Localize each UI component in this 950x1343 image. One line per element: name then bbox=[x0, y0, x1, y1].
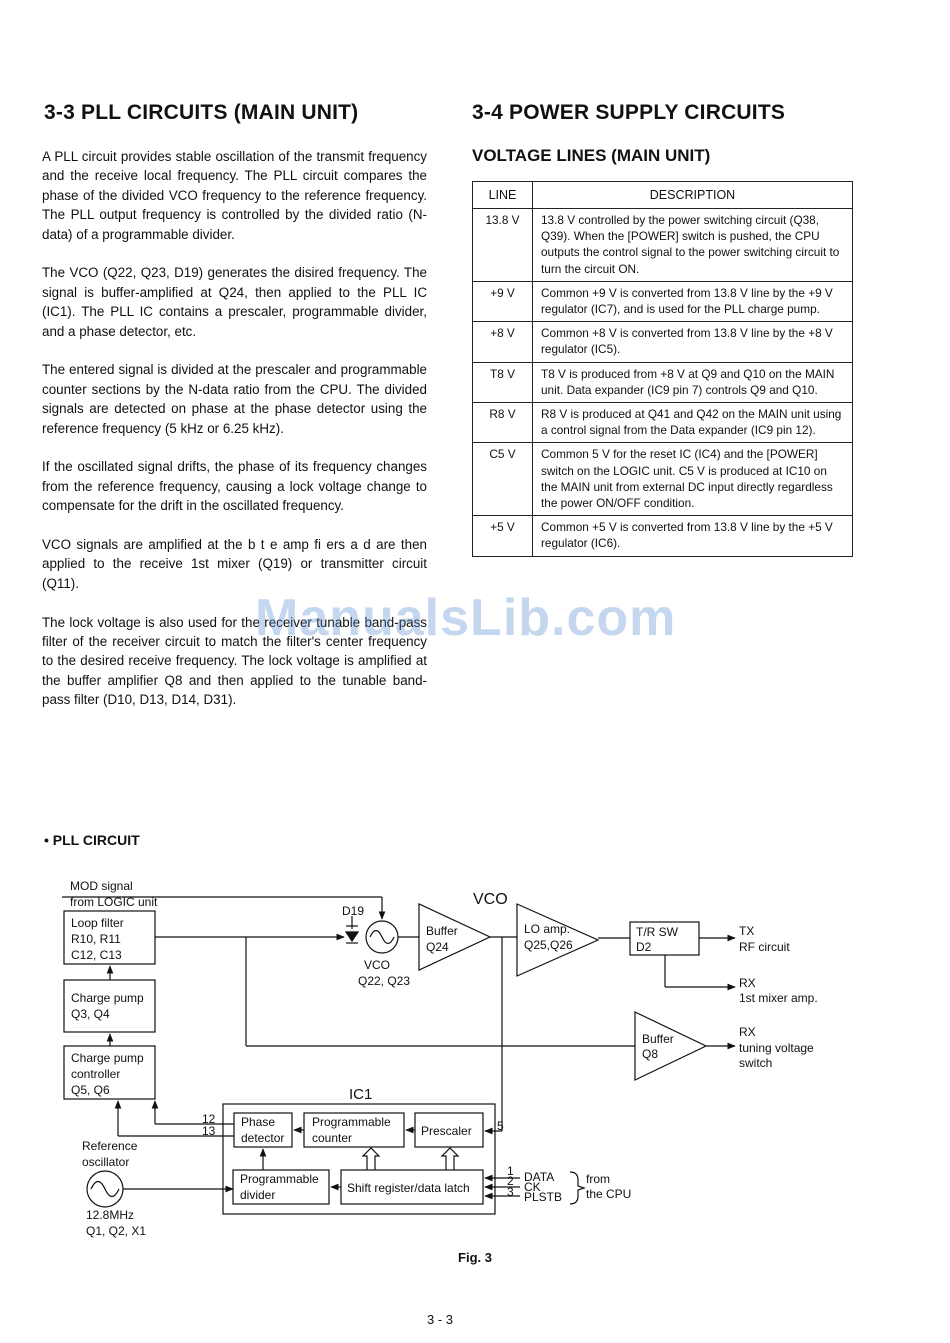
line-cell: C5 V bbox=[472, 442, 533, 517]
table-row: C5 V Common 5 V for the reset IC (IC4) a… bbox=[472, 442, 853, 517]
ic1-label: IC1 bbox=[349, 1086, 372, 1103]
figure-caption: Fig. 3 bbox=[458, 1250, 492, 1265]
tx-label: TX bbox=[739, 924, 754, 938]
cpu-line-label: DATA bbox=[524, 1170, 554, 1184]
from-cpu-label: from bbox=[586, 1172, 610, 1186]
prog-counter-label: counter bbox=[312, 1131, 352, 1145]
description-cell: Common +9 V is converted from 13.8 V lin… bbox=[532, 280, 853, 323]
line-cell: +8 V bbox=[472, 321, 533, 363]
line-cell: T8 V bbox=[472, 361, 533, 404]
table-row: 13.8 V 13.8 V controlled by the power sw… bbox=[472, 208, 853, 282]
rx-tuning-label: RX bbox=[739, 1025, 756, 1039]
column-header-line: LINE bbox=[472, 181, 533, 209]
pin-label: 5 bbox=[497, 1119, 504, 1133]
table-row: T8 V T8 V is produced from +8 V at Q9 an… bbox=[472, 361, 853, 404]
prog-divider-label: divider bbox=[240, 1188, 275, 1202]
section-heading-pll: 3-3 PLL CIRCUITS (MAIN UNIT) bbox=[44, 101, 359, 124]
ref-osc-label: Q1, Q2, X1 bbox=[86, 1224, 146, 1238]
charge-pump-block bbox=[63, 979, 156, 1033]
prog-divider-label: Programmable bbox=[240, 1172, 319, 1186]
pin-label: 1 bbox=[507, 1164, 514, 1178]
tx-label: RF circuit bbox=[739, 940, 790, 954]
shift-register-label: Shift register/data latch bbox=[347, 1181, 470, 1195]
rx-mixer-label: 1st mixer amp. bbox=[739, 991, 818, 1005]
column-header-description: DESCRIPTION bbox=[532, 181, 853, 209]
lo-amp-label: LO amp. bbox=[524, 922, 570, 936]
cp-controller-label: Q5, Q6 bbox=[71, 1083, 110, 1097]
rx-mixer-label: RX bbox=[739, 976, 756, 990]
pll-block-diagram: MOD signal from LOGIC unit Loop filter R… bbox=[62, 879, 818, 1238]
loop-filter-label: Loop filter bbox=[71, 916, 124, 930]
rx-tuning-label: tuning voltage bbox=[739, 1041, 814, 1055]
mod-signal-label: MOD signal bbox=[70, 879, 133, 893]
from-cpu-label: the CPU bbox=[586, 1187, 631, 1201]
table-row: R8 V R8 V is produced at Q41 and Q42 on … bbox=[472, 402, 853, 444]
buffer-q8-label: Buffer bbox=[642, 1032, 674, 1046]
phase-detector-label: detector bbox=[241, 1131, 284, 1145]
tr-switch-label: D2 bbox=[636, 940, 652, 954]
description-cell: Common +8 V is converted from 13.8 V lin… bbox=[532, 321, 853, 363]
buffer-q8-amplifier bbox=[634, 1011, 708, 1081]
table-row: +8 V Common +8 V is converted from 13.8 … bbox=[472, 321, 853, 363]
line-cell: 13.8 V bbox=[472, 208, 533, 282]
line-cell: +9 V bbox=[472, 280, 533, 323]
buffer-q8-label: Q8 bbox=[642, 1047, 658, 1061]
section-heading-power: 3-4 POWER SUPPLY CIRCUITS bbox=[472, 101, 786, 124]
watermark: ManualsLib.com bbox=[255, 589, 677, 647]
pll-text-column: A PLL circuit provides stable oscillatio… bbox=[42, 147, 427, 729]
cpu-line-label: CK bbox=[524, 1180, 541, 1194]
description-cell: T8 V is produced from +8 V at Q9 and Q10… bbox=[532, 361, 853, 404]
paragraph: The lock voltage is also used for the re… bbox=[42, 614, 427, 708]
description-cell: 13.8 V controlled by the power switching… bbox=[532, 208, 853, 282]
vco-label: Q22, Q23 bbox=[358, 974, 410, 988]
paragraph: A PLL circuit provides stable oscillatio… bbox=[42, 149, 427, 242]
charge-pump-label: Charge pump bbox=[71, 991, 144, 1005]
pll-circuit-title: • PLL CIRCUIT bbox=[44, 832, 140, 848]
ic1-block bbox=[222, 1103, 496, 1215]
description-cell: R8 V is produced at Q41 and Q42 on the M… bbox=[532, 402, 853, 444]
loop-filter-label: C12, C13 bbox=[71, 948, 122, 962]
table-row: +9 V Common +9 V is converted from 13.8 … bbox=[472, 280, 853, 323]
vco-label: VCO bbox=[364, 958, 390, 972]
pin-label: 2 bbox=[507, 1174, 514, 1188]
vco-big-label: VCO bbox=[473, 891, 508, 908]
table-header-row: LINE DESCRIPTION bbox=[472, 181, 853, 209]
phase-detector-label: Phase bbox=[241, 1115, 275, 1129]
loop-filter-label: R10, R11 bbox=[71, 932, 121, 946]
page-number: 3 - 3 bbox=[426, 1312, 453, 1327]
paragraph: The entered signal is divided at the pre… bbox=[42, 362, 427, 436]
buffer-q24-label: Q24 bbox=[426, 940, 449, 954]
description-cell: Common 5 V for the reset IC (IC4) and th… bbox=[532, 442, 853, 517]
pin-label: 12 bbox=[202, 1112, 216, 1126]
reference-label: Reference bbox=[82, 1139, 138, 1153]
line-cell: +5 V bbox=[472, 515, 533, 557]
cp-controller-label: controller bbox=[71, 1067, 120, 1081]
description-cell: Common +5 V is converted from 13.8 V lin… bbox=[532, 515, 853, 557]
voltage-lines-table: LINE DESCRIPTION 13.8 V 13.8 V controlle… bbox=[472, 181, 853, 557]
cp-controller-label: Charge pump bbox=[71, 1051, 144, 1065]
lo-amp-label: Q25,Q26 bbox=[524, 938, 573, 952]
ref-osc-label: 12.8MHz bbox=[86, 1208, 134, 1222]
prescaler-label: Prescaler bbox=[421, 1124, 472, 1138]
tr-switch-label: T/R SW bbox=[636, 925, 679, 939]
buffer-q24-label: Buffer bbox=[426, 924, 458, 938]
reference-label: oscillator bbox=[82, 1155, 129, 1169]
paragraph: The VCO (Q22, Q23, D19) generates the di… bbox=[42, 265, 427, 339]
subheading-voltage-lines: VOLTAGE LINES (MAIN UNIT) bbox=[472, 146, 711, 165]
lo-amp-amplifier bbox=[516, 903, 600, 977]
d19-label: D19 bbox=[342, 904, 364, 918]
phase-detector-block bbox=[233, 1112, 293, 1148]
line-cell: R8 V bbox=[472, 402, 533, 444]
cpu-line-label: PLSTB bbox=[524, 1190, 562, 1204]
prog-counter-label: Programmable bbox=[312, 1115, 391, 1129]
table-row: +5 V Common +5 V is converted from 13.8 … bbox=[472, 515, 853, 557]
mod-signal-label: from LOGIC unit bbox=[70, 895, 158, 909]
paragraph: VCO signals are amplified at the b t e a… bbox=[42, 537, 427, 591]
charge-pump-label: Q3, Q4 bbox=[71, 1007, 110, 1021]
pin-label: 13 bbox=[202, 1124, 216, 1138]
pin-label: 3 bbox=[507, 1185, 514, 1199]
paragraph: If the oscillated signal drifts, the pha… bbox=[42, 459, 427, 514]
rx-tuning-label: switch bbox=[739, 1056, 772, 1070]
